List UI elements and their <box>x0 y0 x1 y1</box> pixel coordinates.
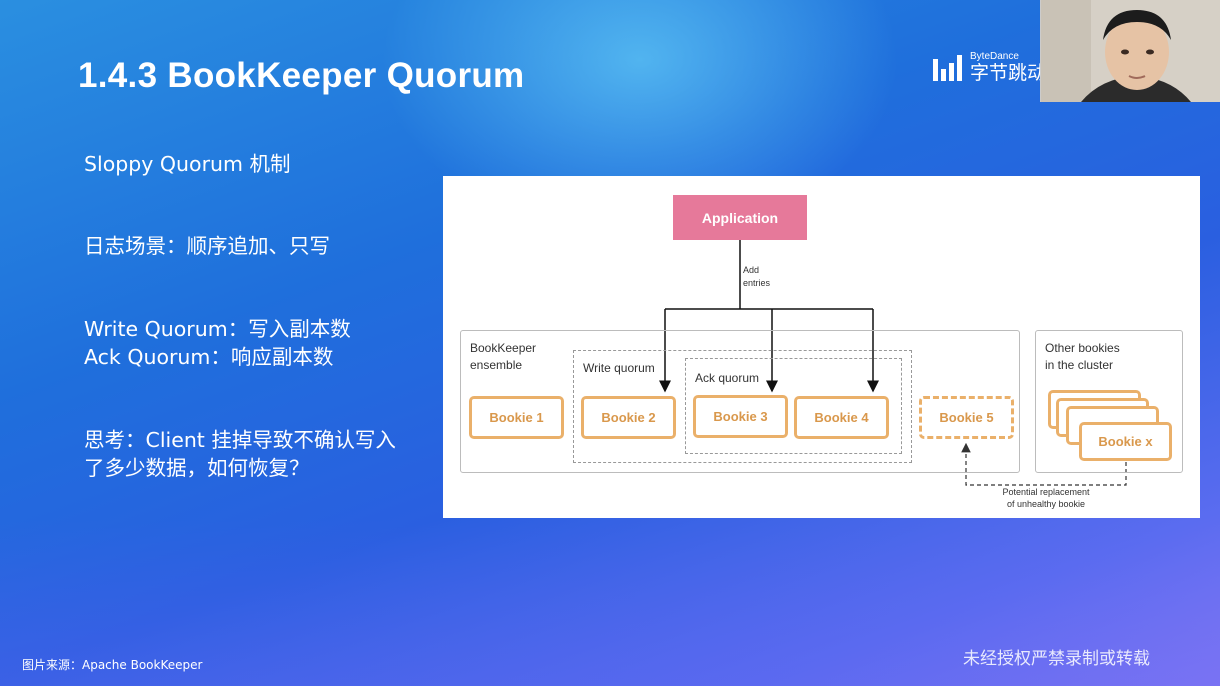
bookie-2: Bookie 2 <box>581 396 676 439</box>
bookie-4: Bookie 4 <box>794 396 889 439</box>
bullet-write-quorum: Write Quorum：写入副本数 <box>84 317 351 341</box>
bookkeeper-diagram: Application Add entries BookKeeper ensem… <box>443 176 1200 518</box>
bookie-3: Bookie 3 <box>693 395 788 438</box>
bullet-log-scenario: 日志场景：顺序追加、只写 <box>84 234 330 258</box>
other-bookies-box <box>1035 330 1183 473</box>
ack-quorum-label: Ack quorum <box>695 371 760 385</box>
bookie-5: Bookie 5 <box>919 396 1014 439</box>
bullet-thinking-line2: 了多少数据，如何恢复？ <box>84 456 310 480</box>
ack-quorum-box <box>685 358 902 454</box>
replacement-label: Potential replacement of unhealthy booki… <box>1002 487 1090 509</box>
bytedance-logo: ByteDance 字节跳动 <box>933 52 1046 83</box>
bullet-sloppy-quorum: Sloppy Quorum 机制 <box>84 152 291 176</box>
bullet-thinking-line1: 思考：Client 挂掉导致不确认写入 <box>84 428 396 452</box>
write-quorum-box <box>573 350 912 463</box>
slide-title: 1.4.3 BookKeeper Quorum <box>78 56 525 95</box>
bookie-1: Bookie 1 <box>469 396 564 439</box>
bookie-x: Bookie x <box>1079 422 1172 461</box>
logo-text-en: ByteDance <box>970 51 1019 62</box>
application-box: Application <box>673 195 807 240</box>
bookkeeper-ensemble-box <box>460 330 1020 473</box>
logo-text-cn: 字节跳动 <box>970 62 1047 84</box>
background-glow-bottom <box>0 520 1220 686</box>
logo-bars-icon <box>933 54 962 81</box>
watermark-text: 未经授权严禁录制或转载 <box>963 649 1150 669</box>
bullet-ack-quorum: Ack Quorum：响应副本数 <box>84 345 334 369</box>
other-bookies-label: Other bookies in the cluster <box>1045 341 1120 372</box>
ensemble-label: BookKeeper ensemble <box>470 341 537 372</box>
image-source-caption: 图片来源：Apache BookKeeper <box>22 658 203 672</box>
add-entries-label: Add entries <box>743 265 771 288</box>
presenter-video-icon <box>1041 0 1220 102</box>
write-quorum-label: Write quorum <box>583 361 655 375</box>
webcam-video <box>1040 0 1220 102</box>
